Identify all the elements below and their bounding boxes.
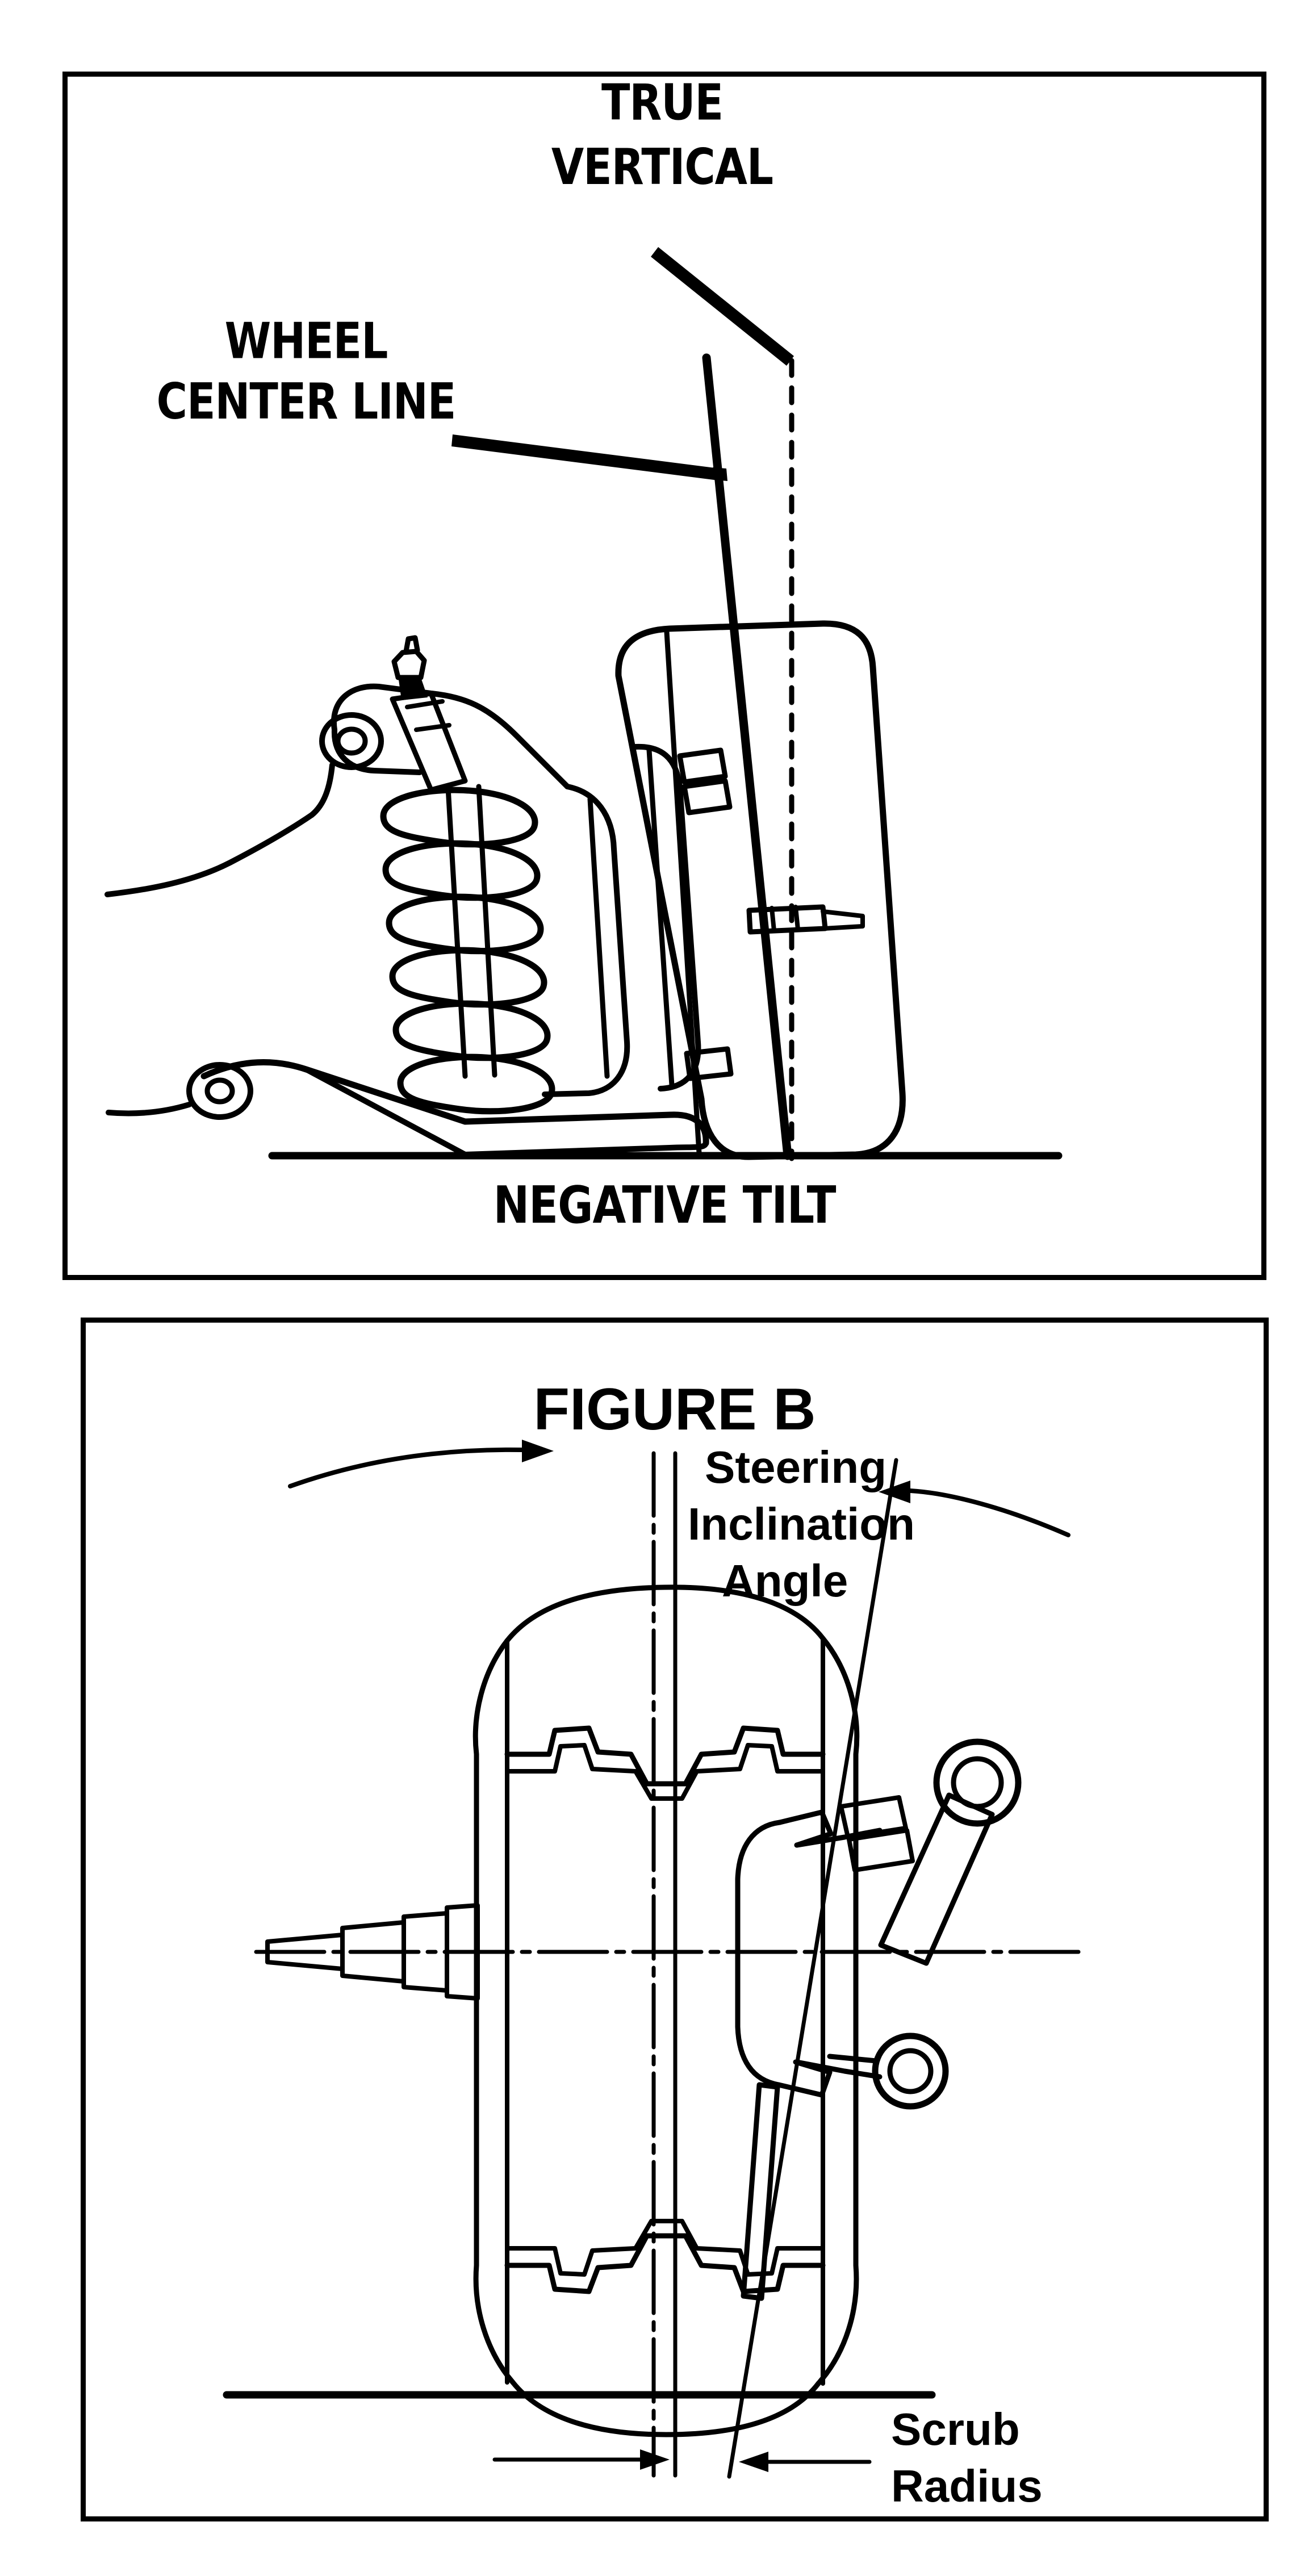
brake-rotor-arm bbox=[633, 743, 734, 1092]
wheel-rim-upper bbox=[504, 1725, 826, 1801]
figure-a-panel: TRUE VERTICAL WHEEL CENTER LINE NEGATIVE… bbox=[62, 72, 1266, 1280]
angle-leader-left bbox=[288, 1440, 554, 1488]
ball-joint bbox=[827, 2033, 949, 2110]
lower-control-arm bbox=[106, 1059, 709, 1157]
steering-inclination-angle-line1: Steering bbox=[705, 1442, 887, 1492]
steering-inclination-angle-line2: Inclination bbox=[688, 1499, 915, 1549]
wheel-rim-lower bbox=[504, 2219, 826, 2294]
figure-a-illustration: TRUE VERTICAL WHEEL CENTER LINE NEGATIVE… bbox=[104, 77, 1063, 1235]
scrub-radius-line2: Radius bbox=[891, 2461, 1043, 2511]
steering-axis-dashdot bbox=[746, 1559, 881, 2365]
steering-stem-lower bbox=[741, 2082, 780, 2301]
figure-b-title: FIGURE B bbox=[534, 1377, 816, 1442]
chassis-rail bbox=[104, 812, 315, 897]
wheel-center-line-label-line1: WHEEL bbox=[225, 313, 388, 370]
strut-damper bbox=[390, 691, 468, 793]
scrub-radius-dimension bbox=[492, 2449, 872, 2472]
tire-outline bbox=[472, 1584, 860, 2437]
true-vertical-leader bbox=[651, 247, 794, 366]
hub-spindle bbox=[265, 1903, 480, 2001]
scrub-radius-line1: Scrub bbox=[891, 2404, 1020, 2454]
wheel-center-line-leader-tick bbox=[713, 467, 727, 481]
strut-upper-bracket bbox=[331, 683, 570, 789]
steering-inclination-angle-line3: Angle bbox=[722, 1555, 848, 1606]
steering-knuckle bbox=[542, 784, 630, 1097]
figure-b-panel: FIGURE B bbox=[81, 1318, 1269, 2521]
angle-leader-right bbox=[879, 1481, 1071, 1537]
upper-pivot-eye bbox=[319, 712, 384, 770]
suspension-assembly bbox=[104, 635, 865, 1157]
wheel-center-line bbox=[702, 353, 792, 1160]
wheel-center-line-label-line2: CENTER LINE bbox=[157, 373, 456, 430]
true-vertical-label-line1: TRUE bbox=[601, 77, 723, 132]
figure-b-illustration: FIGURE B bbox=[223, 1377, 1088, 2511]
strut-rod bbox=[878, 1738, 1022, 1966]
coil-spring bbox=[380, 784, 555, 1115]
hub-spindle bbox=[746, 904, 865, 935]
steering-knuckle bbox=[735, 1795, 915, 2098]
true-vertical-label-line2: VERTICAL bbox=[551, 139, 773, 196]
figure-a-caption: NEGATIVE TILT bbox=[494, 1176, 837, 1235]
wheel-center-line-leader bbox=[451, 434, 720, 480]
